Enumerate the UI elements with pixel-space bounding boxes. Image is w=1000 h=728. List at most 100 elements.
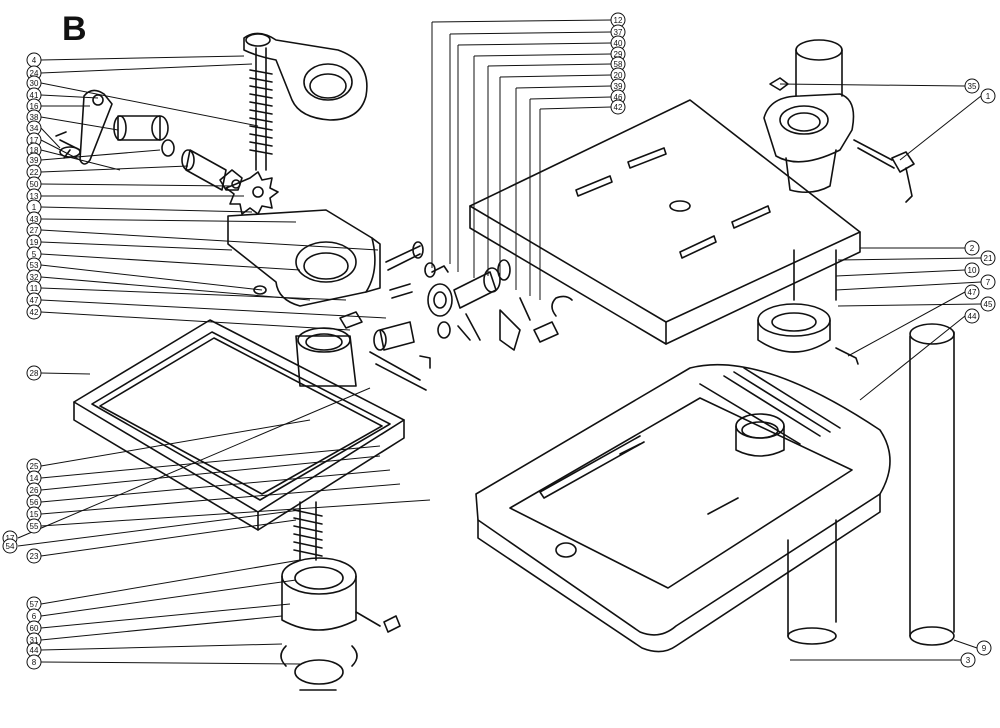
callout-left-13: 1 [26,199,42,215]
callout-number: 14 [30,474,39,483]
callout-number: 7 [986,278,991,287]
callout-number: 15 [30,510,39,519]
callout-number: 24 [30,69,39,78]
callout-number: 1 [986,92,991,101]
callout-right-6: 47 [964,284,980,300]
callout-number: 26 [30,486,39,495]
section-letter: B [62,10,87,48]
callout-left-19: 32 [26,269,42,285]
callout-number: 12 [614,16,623,25]
pinion-gear [225,171,279,215]
column-base-collar [280,557,401,691]
callout-number: 23 [30,552,39,561]
work-table [73,319,405,531]
column-top [763,39,915,203]
callout-number: 58 [614,60,623,69]
callout-right-1: 1 [980,88,996,104]
callout-number: 42 [30,308,39,317]
callout-left-38: 8 [26,654,42,670]
callout-top-8: 42 [610,99,626,115]
callout-number: 37 [614,28,623,37]
callout-number: 5 [32,250,37,259]
callout-right-8: 44 [964,308,980,324]
callout-right-9: 9 [976,640,992,656]
callout-right-2: 2 [964,240,980,256]
spindle-spring [249,47,273,171]
callout-number: 60 [30,624,39,633]
callout-number: 25 [30,462,39,471]
callout-number: 21 [984,254,993,263]
callout-number: 57 [30,600,39,609]
callout-number: 55 [30,522,39,531]
callout-left-23: 28 [26,365,42,381]
callout-number: 2 [970,244,975,253]
callout-number: 32 [30,273,39,282]
callout-left-29: 55 [26,518,42,534]
callout-number: 47 [968,288,977,297]
callout-number: 9 [982,644,987,653]
callout-number: 44 [968,312,977,321]
callout-number: 22 [30,168,39,177]
callout-number: 53 [30,261,39,270]
callout-left-0: 4 [26,52,42,68]
callout-number: 1 [32,203,37,212]
callout-number: 19 [30,238,39,247]
callout-right-3: 21 [980,250,996,266]
callout-number: 17 [30,136,39,145]
head-arm [243,32,368,121]
callout-left-17: 5 [26,246,42,262]
callout-number: 8 [32,658,37,667]
callout-number: 4 [32,56,37,65]
pulley-parts [339,241,573,391]
callout-number: 16 [30,102,39,111]
callout-number: 34 [30,124,39,133]
callout-number: 10 [968,266,977,275]
callout-top-0: 12 [610,12,626,28]
callout-number: 38 [30,113,39,122]
callout-left-22: 42 [26,304,42,320]
callout-number: 47 [30,296,39,305]
callout-number: 42 [614,103,623,112]
callout-number: 50 [30,180,39,189]
callout-left-32: 23 [26,548,42,564]
callout-number: 46 [614,93,623,102]
callout-left-37: 44 [26,642,42,658]
callout-number: 40 [614,39,623,48]
callout-right-0: 35 [964,78,980,94]
callout-right-5: 7 [980,274,996,290]
callout-number: 18 [30,146,39,155]
callout-number: 54 [6,542,15,551]
callout-number: 30 [30,79,39,88]
callout-number: 20 [614,71,623,80]
callout-right-10: 3 [960,652,976,668]
machine-base [475,363,891,653]
column-tube [909,323,955,646]
callout-number: 29 [614,50,623,59]
callout-number: 45 [984,300,993,309]
column-collar-right [757,249,859,365]
callout-number: 27 [30,226,39,235]
callout-number: 39 [30,156,39,165]
upper-table [469,99,861,345]
callout-number: 28 [30,369,39,378]
callout-left-14: 43 [26,211,42,227]
callout-number: 43 [30,215,39,224]
callout-number: 13 [30,192,39,201]
callout-number: 35 [968,82,977,91]
callout-right-4: 10 [964,262,980,278]
callout-number: 3 [966,656,971,665]
callout-number: 56 [30,498,39,507]
head-casting [227,209,381,307]
callout-number: 44 [30,646,39,655]
callout-left-31: 54 [2,538,18,554]
column-spring [293,501,323,561]
feed-handle-parts [55,89,243,191]
callout-right-7: 45 [980,296,996,312]
table-collar-left [295,327,357,387]
callout-number: 6 [32,612,37,621]
callout-number: 31 [30,636,39,645]
callout-number: 39 [614,82,623,91]
callout-number: 41 [30,91,39,100]
